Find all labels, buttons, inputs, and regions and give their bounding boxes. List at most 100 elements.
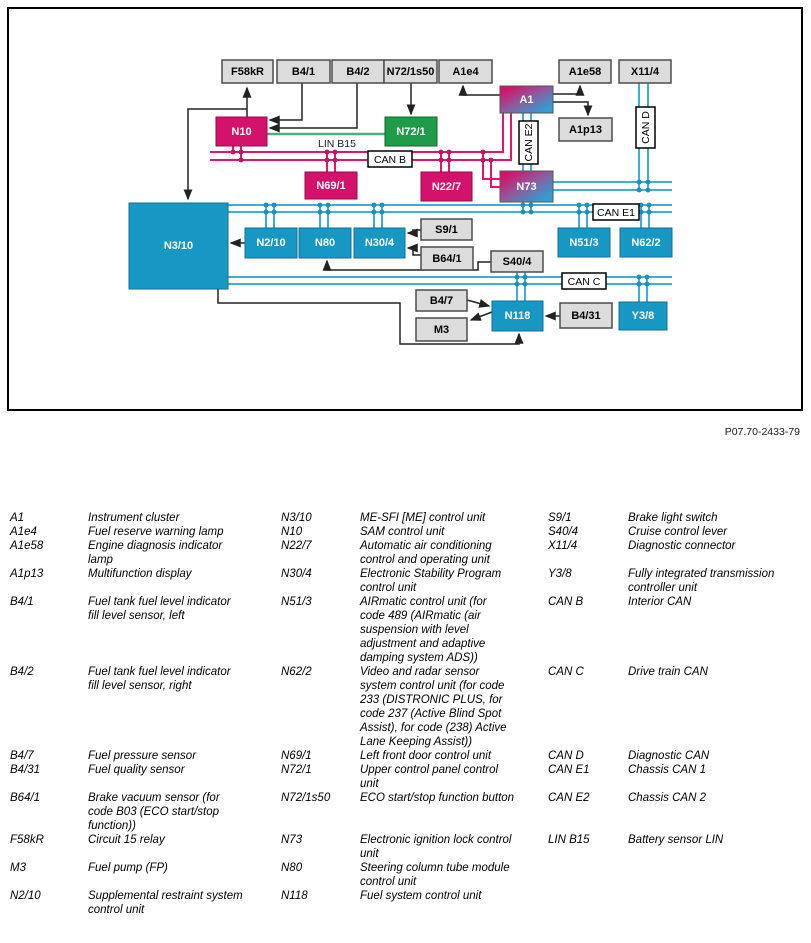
svg-text:M3: M3 [434, 324, 449, 336]
legend-code: B4/2 [10, 666, 34, 678]
legend-code: N69/1 [281, 750, 312, 762]
svg-text:B4/31: B4/31 [571, 310, 600, 322]
svg-text:N3/10: N3/10 [164, 240, 193, 252]
node-a1: A1 [499, 85, 554, 114]
legend-desc [628, 889, 801, 917]
legend-code: A1 [10, 512, 25, 524]
legend-desc: ECO start/stop function button [360, 792, 515, 804]
legend-desc: Fuel reserve warning lamp [88, 526, 224, 538]
legend-code: N10 [281, 526, 303, 538]
legend-code: B64/1 [10, 792, 41, 804]
legend-code: N3/10 [281, 512, 312, 524]
legend-code: CAN D [548, 750, 584, 762]
legend-desc: Brake light switch [628, 512, 718, 524]
legend-code: N30/4 [281, 568, 312, 580]
svg-text:S40/4: S40/4 [503, 256, 533, 268]
svg-text:A1e58: A1e58 [569, 66, 601, 78]
legend-desc: Upper control panel control unit [360, 764, 499, 790]
legend-code: B4/31 [10, 764, 41, 776]
svg-text:N72/1: N72/1 [396, 126, 425, 138]
legend-code: B4/1 [10, 596, 34, 608]
svg-text:B4/1: B4/1 [292, 66, 315, 78]
legend-code: X11/4 [548, 540, 578, 552]
svg-text:CAN E2: CAN E2 [523, 123, 535, 161]
node-n69-1: N69/1 [304, 171, 358, 200]
node-n80: N80 [298, 227, 352, 259]
legend-desc: Steering column tube module control unit [360, 862, 510, 888]
legend-desc: Video and radar sensor system control un… [360, 666, 507, 748]
can-d-label: CAN D [635, 106, 656, 149]
legend-desc: Fuel quality sensor [88, 764, 185, 776]
svg-text:X11/4: X11/4 [631, 66, 660, 78]
svg-text:Y3/8: Y3/8 [632, 310, 655, 322]
legend-desc: Instrument cluster [88, 512, 180, 524]
node-n2-10: N2/10 [244, 227, 298, 259]
legend-code: N62/2 [281, 666, 312, 678]
legend-code: S40/4 [548, 526, 579, 538]
svg-text:A1e4: A1e4 [452, 66, 479, 78]
svg-text:N51/3: N51/3 [569, 237, 598, 249]
wiring-diagram: F58kR B4/1 B4/2 N72/1s50 A1e4 A1e58 X11/… [7, 7, 803, 438]
svg-text:CAN B: CAN B [374, 154, 406, 166]
legend-desc: Diagnostic CAN [628, 750, 710, 762]
svg-text:N2/10: N2/10 [256, 237, 285, 249]
legend-code: N80 [281, 862, 303, 874]
node-a1e4: A1e4 [438, 59, 493, 84]
svg-text:N30/4: N30/4 [365, 237, 395, 249]
can-e2-label: CAN E2 [518, 120, 539, 165]
svg-text:B64/1: B64/1 [432, 253, 461, 265]
node-n72-1s50: N72/1s50 [383, 59, 438, 84]
legend-code: LIN B15 [548, 834, 590, 846]
legend-desc: Electronic ignition lock control unit [360, 834, 512, 860]
svg-text:S9/1: S9/1 [435, 224, 458, 236]
svg-text:N80: N80 [315, 237, 335, 249]
legend-desc: Left front door control unit [360, 750, 492, 762]
svg-text:A1: A1 [519, 94, 533, 106]
node-n30-4: N30/4 [353, 227, 406, 259]
legend-desc: Chassis CAN 2 [628, 792, 706, 804]
svg-text:F58kR: F58kR [231, 66, 264, 78]
legend-desc: Drive train CAN [628, 666, 708, 678]
legend-desc: ME-SFI [ME] control unit [360, 512, 486, 524]
legend-desc: Interior CAN [628, 596, 692, 608]
svg-text:N10: N10 [231, 126, 251, 138]
legend-desc: Circuit 15 relay [88, 834, 165, 846]
node-s40-4: S40/4 [490, 250, 544, 273]
legend-desc: AIRmatic control unit (for code 489 (AIR… [360, 596, 487, 664]
legend-desc: Supplemental restraint system control un… [88, 890, 243, 916]
svg-text:N118: N118 [505, 310, 531, 322]
legend-desc: Diagnostic connector [628, 540, 736, 552]
node-b4-7: B4/7 [415, 289, 468, 312]
legend-code: N118 [281, 890, 308, 902]
node-x11-4: X11/4 [618, 59, 672, 84]
svg-text:CAN C: CAN C [568, 276, 601, 288]
svg-text:N62/2: N62/2 [631, 237, 660, 249]
svg-text:N72/1s50: N72/1s50 [387, 66, 435, 78]
node-m3: M3 [415, 317, 468, 342]
legend-code: M3 [10, 862, 26, 874]
node-n3-10: N3/10 [128, 202, 229, 290]
node-n10: N10 [215, 116, 268, 147]
legend-desc: Automatic air conditioning control and o… [360, 540, 492, 566]
component-legend: A1 Instrument cluster N3/10 ME-SFI [ME] con… [10, 511, 801, 917]
legend-desc: Fuel pressure sensor [88, 750, 197, 762]
bus-junction-dots [230, 149, 652, 287]
legend-code: S9/1 [548, 512, 572, 524]
node-n22-7: N22/7 [420, 171, 473, 202]
can-e1-label: CAN E1 [592, 203, 640, 221]
legend-code: CAN B [548, 596, 584, 608]
legend-desc: Brake vacuum sensor (for code B03 (ECO s… [88, 792, 220, 832]
legend-desc: Multifunction display [88, 568, 192, 580]
node-n62-2: N62/2 [619, 227, 673, 258]
legend-code: F58kR [10, 834, 44, 846]
legend-desc: Fuel tank fuel level indicator fill leve… [88, 596, 231, 622]
legend-code: N73 [281, 834, 303, 846]
legend-code: B4/7 [10, 750, 34, 762]
can-c-label: CAN C [561, 272, 607, 290]
legend-code: N2/10 [10, 890, 41, 902]
node-n51-3: N51/3 [557, 227, 611, 258]
legend-desc: Cruise control lever [628, 526, 728, 538]
legend-code: CAN E1 [548, 764, 590, 776]
node-a1e58: A1e58 [558, 59, 612, 84]
svg-text:N73: N73 [516, 181, 536, 193]
